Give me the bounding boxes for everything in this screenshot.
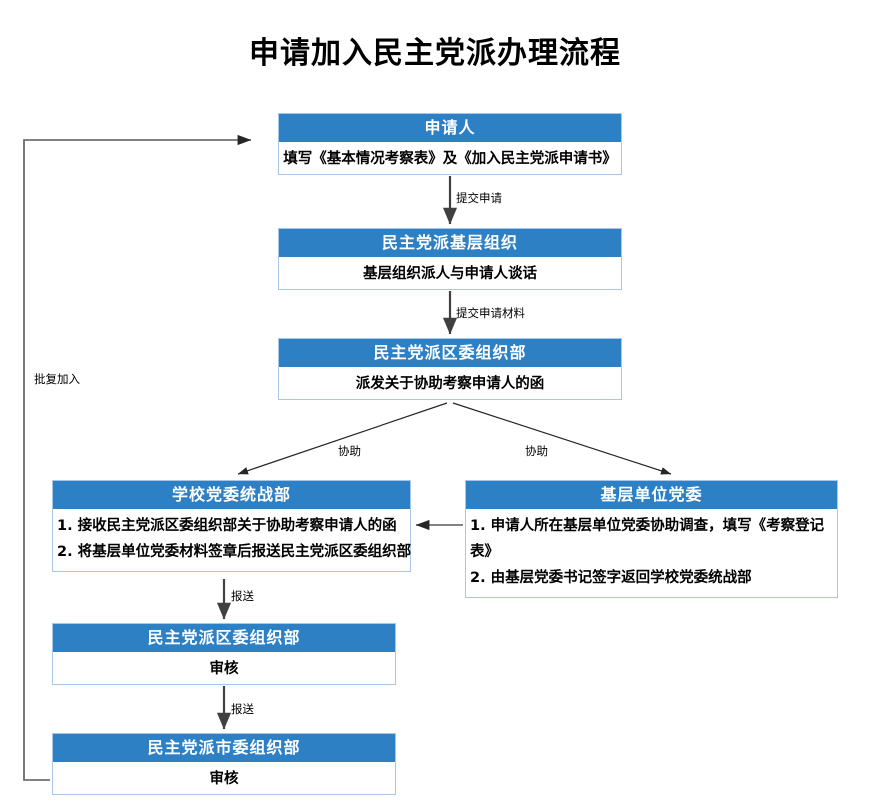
node-applicant-body: 填写《基本情况考察表》及《加入民主党派申请书》 (283, 151, 617, 167)
node-grassroots-org-body: 基层组织派人与申请人谈话 (363, 266, 537, 282)
list-item: 2. 将基层单位党委材料签章后报送民主党派区委组织部 (57, 544, 412, 560)
node-district-org-1-header: 民主党派区委组织部 (279, 339, 621, 367)
node-grassroots-org-header: 民主党派基层组织 (279, 229, 621, 257)
edge-label-assist-right: 协助 (525, 444, 548, 458)
node-city-org[interactable]: 民主党派市委组织部 审核 (52, 733, 396, 795)
list-item: 1. 接收民主党派区委组织部关于协助考察申请人的函 (57, 518, 397, 534)
node-school-united-front-body: 1. 接收民主党派区委组织部关于协助考察申请人的函 2. 将基层单位党委材料签章… (53, 509, 412, 571)
page-title: 申请加入民主党派办理流程 (249, 36, 621, 71)
edge-label-submit-materials: 提交申请材料 (456, 306, 525, 320)
node-city-org-body: 审核 (209, 771, 239, 787)
node-applicant-header: 申请人 (279, 114, 621, 142)
node-district-org-1-body: 派发关于协助考察申请人的函 (355, 376, 545, 392)
node-applicant[interactable]: 申请人 填写《基本情况考察表》及《加入民主党派申请书》 (278, 113, 622, 175)
node-city-org-header: 民主党派市委组织部 (53, 734, 395, 762)
list-item: 2. 由基层党委书记签字返回学校党委统战部 (470, 570, 752, 586)
edge-label-report-1: 报送 (231, 589, 254, 603)
node-unit-party-committee-body: 1. 申请人所在基层单位党委协助调查，填写《考察登记表》 2. 由基层党委书记签… (466, 509, 837, 597)
list-item: 1. 申请人所在基层单位党委协助调查，填写《考察登记表》 (470, 518, 825, 560)
edge-label-assist-left: 协助 (338, 444, 361, 458)
node-unit-party-committee-header: 基层单位党委 (466, 481, 837, 509)
node-district-org-1[interactable]: 民主党派区委组织部 派发关于协助考察申请人的函 (278, 338, 622, 400)
node-school-united-front-header: 学校党委统战部 (53, 481, 410, 509)
node-district-org-2-header: 民主党派区委组织部 (53, 624, 395, 652)
edge-label-submit-application: 提交申请 (456, 191, 502, 205)
node-district-org-2-body: 审核 (209, 661, 239, 677)
node-unit-party-committee[interactable]: 基层单位党委 1. 申请人所在基层单位党委协助调查，填写《考察登记表》 2. 由… (465, 480, 838, 598)
node-school-united-front[interactable]: 学校党委统战部 1. 接收民主党派区委组织部关于协助考察申请人的函 2. 将基层… (52, 480, 411, 572)
edge-label-approve-join: 批复加入 (34, 372, 80, 386)
node-district-org-2[interactable]: 民主党派区委组织部 审核 (52, 623, 396, 685)
node-grassroots-org[interactable]: 民主党派基层组织 基层组织派人与申请人谈话 (278, 228, 622, 290)
edge-label-report-2: 报送 (231, 702, 254, 716)
